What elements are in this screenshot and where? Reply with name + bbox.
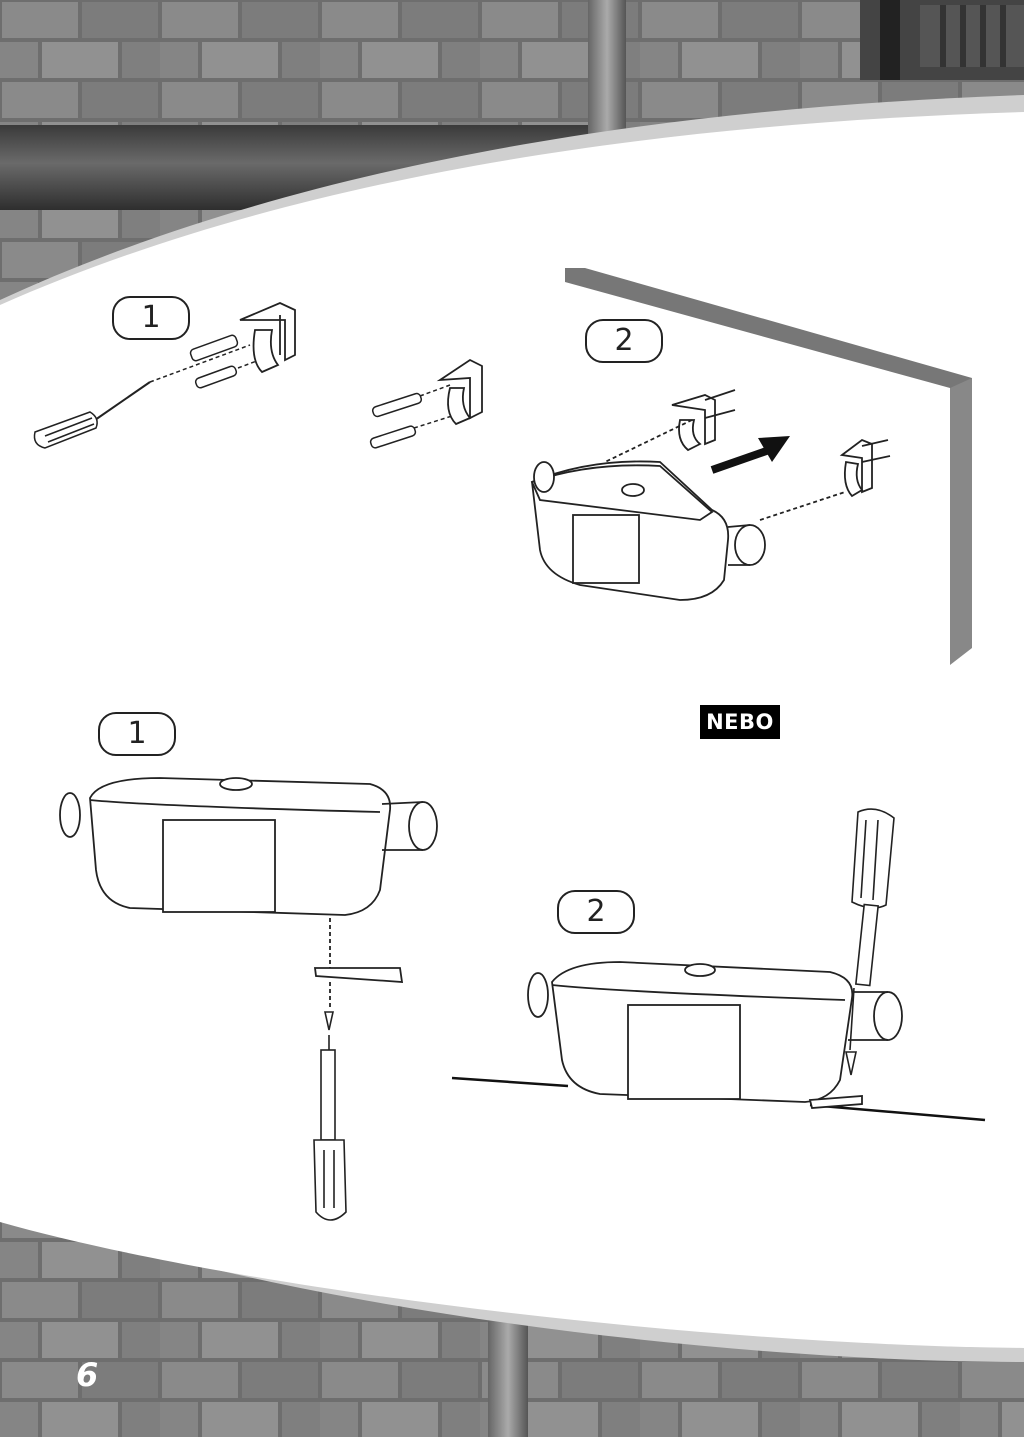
wall-side [950,378,972,665]
pump-unit-top [530,460,766,601]
screwdriver-bottom [313,1011,347,1221]
floor-line-left [451,1076,569,1088]
pipe-bracket-2 [436,358,483,426]
step-badge-top-1: 1 [112,296,190,340]
step-number: 1 [141,300,161,335]
alternative-label: NEBO [700,705,780,739]
pipe-fitting-top-right [860,0,1024,80]
step-number: 2 [614,323,634,358]
wall-top-edge [565,268,972,388]
floor-line-right [809,1103,986,1122]
pump-unit-bottom-right [527,961,903,1109]
pump-unit-bottom-left [59,777,438,1010]
wall-plugs-and-screws-top [149,334,271,389]
screws-middle [369,384,453,449]
step-number: 1 [127,716,147,751]
step-badge-top-2: 2 [585,319,663,363]
direction-arrow [710,436,790,474]
pipe-bracket-1 [239,302,296,374]
step-badge-bottom-2: 2 [557,890,635,934]
page-number: 6 [76,1356,99,1394]
step-badge-bottom-1: 1 [98,712,176,756]
screwdriver-bottom-right [845,808,895,1076]
step-number: 2 [586,894,606,929]
clips-top [604,389,891,521]
screwdriver-top [33,381,151,449]
